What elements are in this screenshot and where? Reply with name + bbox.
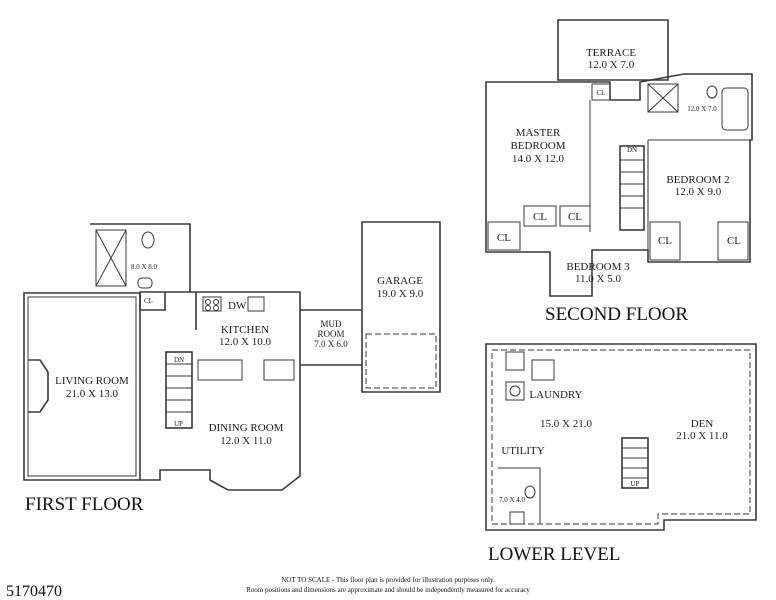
utility-name: UTILITY: [501, 445, 544, 457]
closet-label-4: CL: [658, 235, 672, 247]
closet-label-2: CL: [533, 211, 547, 223]
lower-level-title: LOWER LEVEL: [488, 544, 620, 565]
second-stairs-dn: DN: [627, 146, 637, 154]
bedroom3-dims: 11.0 X 5.0: [575, 273, 622, 285]
mud-room-name-1: MUD: [320, 319, 342, 329]
dining-room-walls: [140, 380, 301, 491]
mud-room-dims: 7.0 X 6.0: [314, 339, 348, 349]
second-floor-title: SECOND FLOOR: [545, 304, 688, 325]
first-bath-dims: 8.0 X 8.0: [131, 263, 158, 271]
second-bath-dims: 12.0 X 7.0: [687, 105, 717, 113]
terrace-dims: 12.0 X 7.0: [588, 59, 635, 71]
first-stairs-dn: DN: [174, 356, 184, 364]
den-name: DEN: [691, 418, 714, 430]
disclaimer-line-2: Room positions and dimensions are approx…: [246, 586, 530, 594]
lower-stairs-up: UP: [631, 480, 640, 488]
garage-walls: [361, 221, 441, 393]
laundry-dims: 15.0 X 21.0: [540, 418, 592, 430]
dishwasher-label: DW: [228, 300, 247, 312]
first-stairs-up: UP: [174, 420, 183, 428]
lower-bath-dims: 7.0 X 4.0: [499, 496, 526, 504]
closet-label-5: CL: [727, 235, 741, 247]
garage-name: GARAGE: [377, 275, 423, 287]
first-bath-walls: [90, 223, 191, 311]
mud-room-walls: [300, 309, 362, 366]
second-floor-walls: [485, 73, 753, 297]
terrace-name: TERRACE: [586, 47, 636, 59]
first-floor-plan: [23, 221, 441, 491]
closet-label-3: CL: [568, 211, 582, 223]
kitchen-walls: [190, 291, 301, 380]
mud-room-name-2: ROOM: [317, 329, 344, 339]
garage-dims: 19.0 X 9.0: [377, 288, 424, 300]
master-bedroom-name-2: BEDROOM: [510, 140, 565, 152]
bedroom2-dims: 12.0 X 9.0: [675, 186, 722, 198]
living-room-name: LIVING ROOM: [55, 375, 129, 387]
kitchen-dims: 12.0 X 10.0: [219, 336, 271, 348]
closet-label-1: CL: [497, 232, 511, 244]
first-stairs: [165, 351, 193, 429]
disclaimer-line-1: NOT TO SCALE - This floor plan is provid…: [281, 576, 495, 584]
lower-stairs: [621, 437, 649, 489]
second-floor-plan: [485, 19, 753, 297]
bedroom3-name: BEDROOM 3: [566, 261, 630, 273]
living-room-dims: 21.0 X 13.0: [66, 388, 118, 400]
closet-label-6: CL: [597, 89, 606, 97]
second-stairs: [619, 145, 645, 231]
mls-number: 5170470: [6, 583, 62, 600]
first-floor-title: FIRST FLOOR: [25, 494, 144, 515]
first-closet-label: CL: [144, 297, 153, 305]
terrace-walls: [557, 19, 669, 81]
den-dims: 21.0 X 11.0: [676, 430, 728, 442]
fireplace-icon: [28, 359, 49, 413]
master-bedroom-name-1: MASTER: [516, 127, 561, 139]
laundry-name: LAUNDRY: [529, 389, 582, 401]
master-bedroom-dims: 14.0 X 12.0: [512, 153, 564, 165]
lower-level-walls: [485, 343, 757, 531]
kitchen-name: KITCHEN: [221, 324, 269, 336]
dining-room-dims: 12.0 X 11.0: [220, 435, 272, 447]
lower-level-plan: [485, 343, 757, 531]
dining-room-name: DINING ROOM: [209, 422, 284, 434]
bedroom2-name: BEDROOM 2: [666, 174, 729, 186]
